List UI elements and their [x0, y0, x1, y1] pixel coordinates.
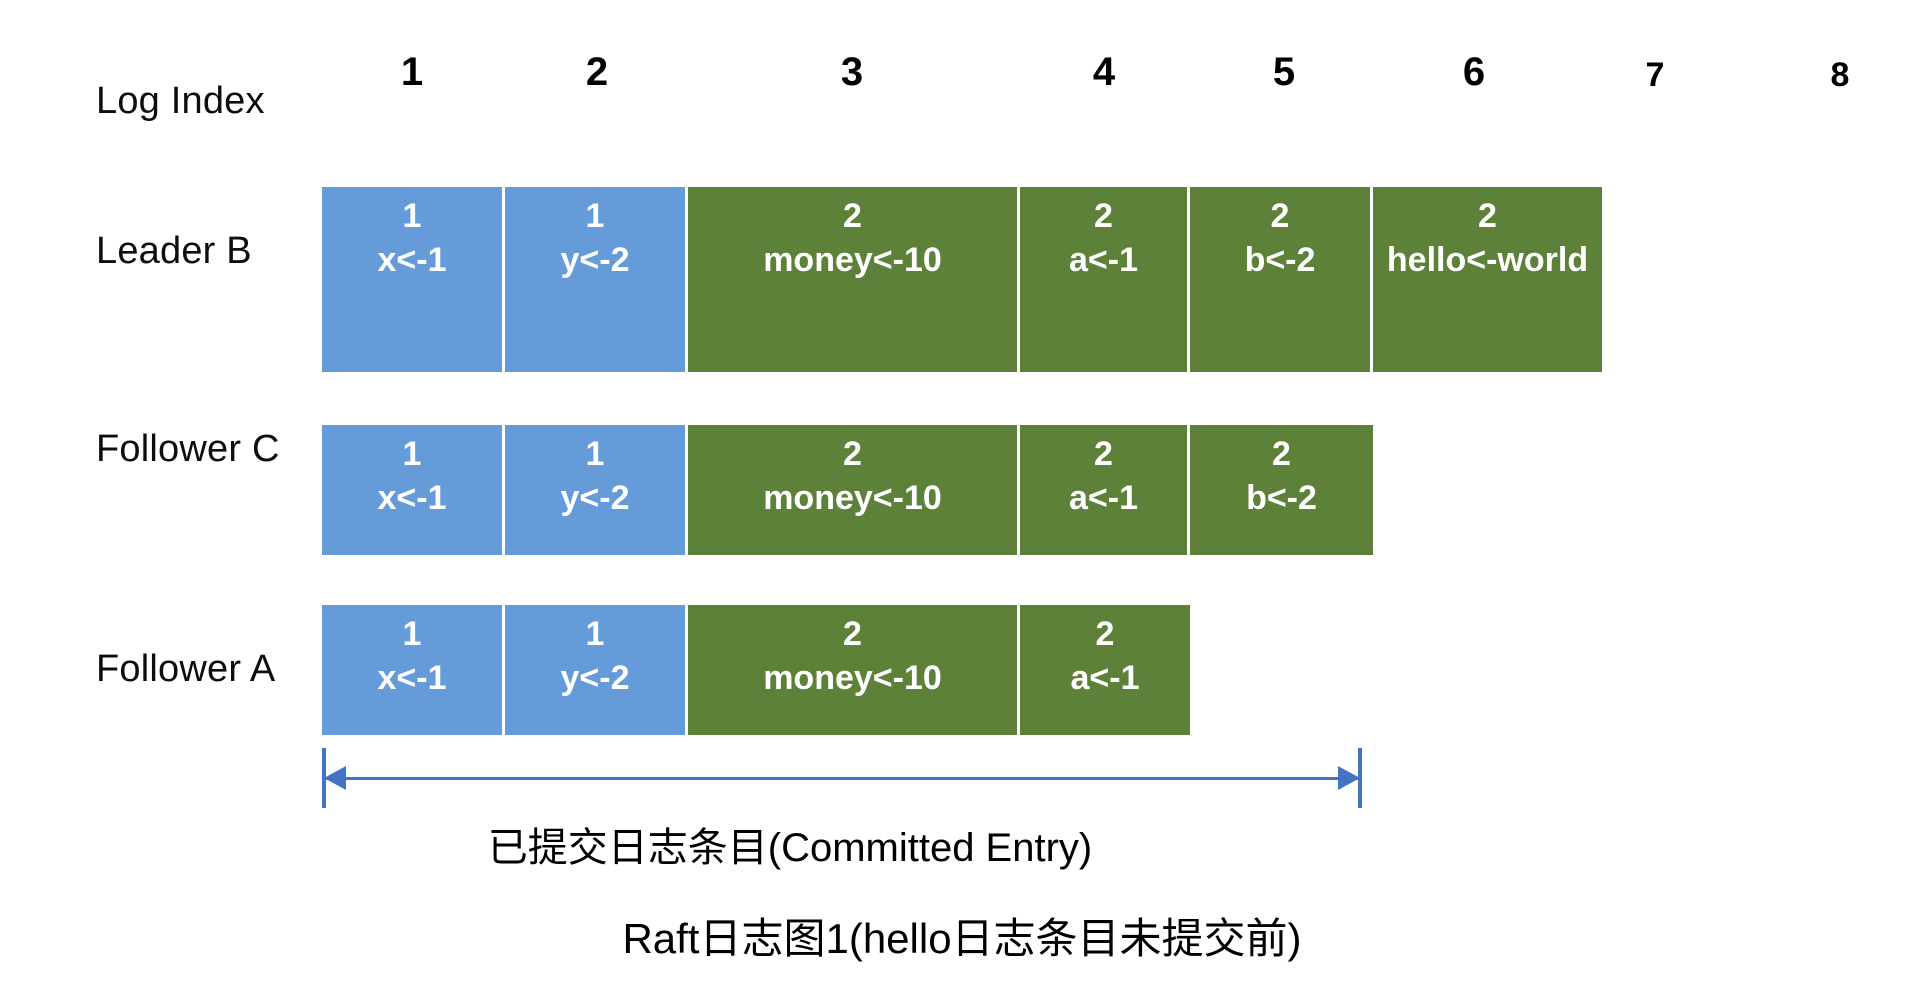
- entry-command: x<-1: [377, 659, 447, 698]
- committed-entry-arrow: [322, 748, 1362, 808]
- entry-command: money<-10: [763, 659, 942, 698]
- entry-term: 1: [585, 435, 605, 473]
- log-entry-cell[interactable]: 1 x<-1: [322, 605, 505, 735]
- entry-term: 1: [402, 197, 422, 235]
- log-row-leader-b: 1 x<-1 1 y<-2 2 money<-10 2 a<-1 2 b<-2 2 hello<-wo…: [322, 187, 1602, 372]
- committed-entry-caption: 已提交日志条目(Committed Entry): [487, 826, 1093, 870]
- entry-term: 2: [843, 615, 862, 653]
- log-entry-cell[interactable]: 2 a<-1: [1020, 187, 1190, 372]
- arrow-right-endcap: [1358, 748, 1362, 808]
- entry-command: money<-10: [763, 479, 942, 518]
- figure-title: Raft日志图1(hello日志条目未提交前): [622, 915, 1302, 962]
- log-entry-cell[interactable]: 1 y<-2: [505, 605, 688, 735]
- entry-term: 1: [585, 197, 605, 235]
- log-entry-cell[interactable]: 2 money<-10: [688, 605, 1020, 735]
- log-index-3: 3: [840, 50, 864, 94]
- entry-command: b<-2: [1244, 241, 1316, 280]
- log-entry-cell[interactable]: 2 money<-10: [688, 425, 1020, 555]
- arrow-head-right-icon: [1338, 766, 1360, 790]
- log-entry-cell[interactable]: 2 a<-1: [1020, 425, 1190, 555]
- entry-command: y<-2: [560, 479, 630, 518]
- entry-command: hello<-world: [1386, 241, 1589, 280]
- entry-term: 2: [843, 197, 862, 235]
- log-index-6: 6: [1462, 50, 1486, 94]
- log-entry-cell[interactable]: 1 x<-1: [322, 425, 505, 555]
- entry-term: 1: [402, 615, 422, 653]
- entry-term: 2: [1095, 615, 1115, 653]
- entry-term: 1: [585, 615, 605, 653]
- entry-term: 2: [1094, 197, 1113, 235]
- log-entry-cell[interactable]: 2 b<-2: [1190, 425, 1373, 555]
- entry-command: money<-10: [763, 241, 942, 280]
- entry-command: x<-1: [377, 241, 447, 280]
- entry-command: y<-2: [560, 659, 630, 698]
- log-index-7: 7: [1645, 56, 1665, 94]
- entry-command: y<-2: [560, 241, 630, 280]
- arrow-line: [324, 777, 1360, 780]
- log-entry-cell[interactable]: 2 money<-10: [688, 187, 1020, 372]
- log-index-1: 1: [400, 50, 424, 94]
- entry-command: x<-1: [377, 479, 447, 518]
- row-label-follower-c: Follower C: [96, 428, 280, 470]
- entry-term: 2: [1270, 197, 1290, 235]
- log-index-8: 8: [1830, 56, 1850, 94]
- log-index-4: 4: [1092, 50, 1116, 94]
- log-entry-cell[interactable]: 2 a<-1: [1020, 605, 1190, 735]
- entry-term: 2: [1094, 435, 1113, 473]
- entry-term: 1: [402, 435, 422, 473]
- entry-command: a<-1: [1069, 479, 1138, 518]
- entry-term: 2: [843, 435, 862, 473]
- row-label-follower-a: Follower A: [96, 648, 276, 690]
- row-label-leader-b: Leader B: [96, 230, 252, 272]
- log-entry-cell[interactable]: 2 b<-2: [1190, 187, 1373, 372]
- entry-command: b<-2: [1246, 479, 1317, 518]
- entry-term: 2: [1478, 197, 1497, 235]
- log-row-follower-c: 1 x<-1 1 y<-2 2 money<-10 2 a<-1 2 b<-2: [322, 425, 1373, 555]
- log-entry-cell[interactable]: 1 y<-2: [505, 425, 688, 555]
- entry-command: a<-1: [1069, 241, 1138, 280]
- log-row-follower-a: 1 x<-1 1 y<-2 2 money<-10 2 a<-1: [322, 605, 1190, 735]
- log-entry-cell[interactable]: 1 y<-2: [505, 187, 688, 372]
- log-index-5: 5: [1272, 50, 1296, 94]
- log-entry-cell[interactable]: 2 hello<-world: [1373, 187, 1602, 372]
- entry-command: a<-1: [1070, 659, 1140, 698]
- entry-term: 2: [1272, 435, 1291, 473]
- log-entry-cell[interactable]: 1 x<-1: [322, 187, 505, 372]
- arrow-head-left-icon: [324, 766, 346, 790]
- log-index-2: 2: [585, 50, 609, 94]
- log-index-label: Log Index: [96, 80, 265, 122]
